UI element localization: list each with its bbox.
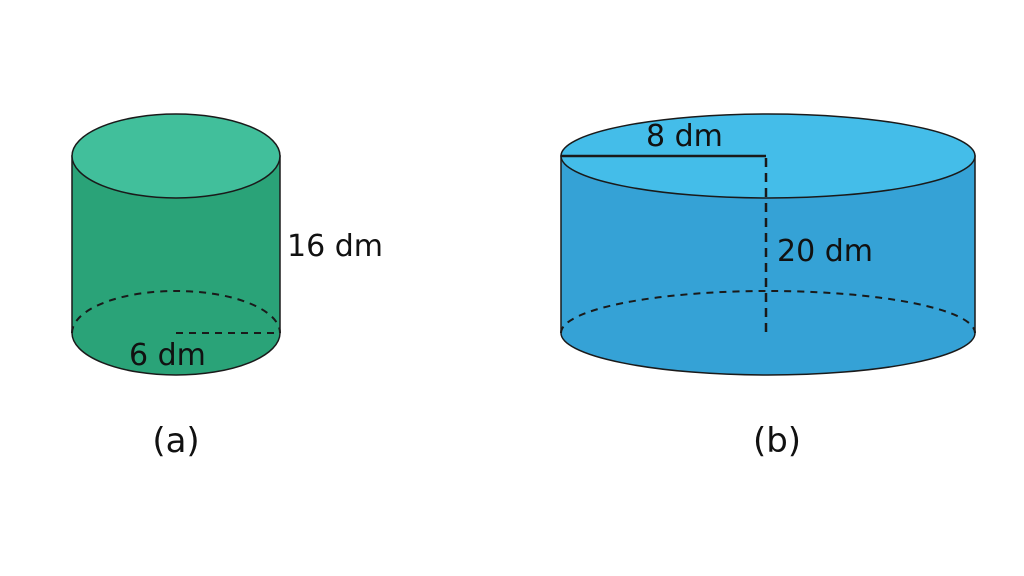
cylinder-a-side — [71, 155, 281, 376]
cylinder-b-radius-label: 8 dm — [646, 119, 723, 154]
cylinder-a-radius-label: 6 dm — [129, 338, 206, 373]
cylinder-b-base-back-edge — [560, 290, 976, 334]
cylinder-a-base-back-edge — [71, 290, 281, 334]
cylinder-a-top — [71, 113, 281, 199]
cylinder-b-caption: (b) — [753, 421, 801, 461]
cylinder-b: 8 dm 20 dm (b) — [560, 113, 976, 461]
cylinder-b-side — [560, 155, 976, 376]
cylinder-a: 16 dm 6 dm (a) — [71, 113, 383, 461]
cylinder-a-caption: (a) — [152, 421, 199, 461]
cylinder-b-height-label: 20 dm — [777, 234, 873, 269]
cylinder-a-height-label: 16 dm — [287, 229, 383, 264]
